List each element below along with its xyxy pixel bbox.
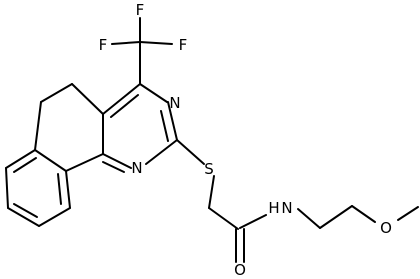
bonds bbox=[5, 17, 419, 263]
bond-ch2-o bbox=[351, 205, 376, 223]
atom-labels: F F F N N S N H O O bbox=[99, 1, 392, 279]
bond-c10b-n-double bbox=[102, 161, 125, 173]
bond-co-nh bbox=[239, 214, 267, 229]
bond-s-ch2 bbox=[208, 175, 215, 209]
bond-cf3-f-right bbox=[139, 41, 173, 45]
bond-c6-c6a bbox=[34, 101, 42, 151]
bond-cf3-f-left bbox=[111, 41, 141, 45]
bond-benz-1 bbox=[34, 149, 67, 172]
atom-nh-h: H bbox=[268, 199, 279, 217]
atom-o-ether: O bbox=[380, 219, 392, 237]
bond-benz-2 bbox=[65, 170, 71, 209]
bond-c10a-c10b bbox=[65, 153, 104, 172]
bond-ch2-ch2 bbox=[319, 205, 353, 229]
bond-benz-3 bbox=[38, 207, 71, 227]
bond-benz-6 bbox=[5, 149, 36, 169]
atom-f-top: F bbox=[136, 1, 145, 19]
bond-n-lower-c10b bbox=[102, 153, 132, 169]
bond-benz-6-double bbox=[13, 157, 37, 173]
bond-ch2-co bbox=[208, 207, 239, 230]
atom-f-left: F bbox=[99, 36, 108, 54]
atom-o-carbonyl: O bbox=[234, 261, 246, 279]
bond-benz-4-double bbox=[13, 203, 38, 218]
bond-c4-n-upper bbox=[139, 83, 168, 103]
atom-n-upper: N bbox=[169, 94, 180, 112]
bond-c5-c6 bbox=[40, 83, 73, 103]
bond-benz-5 bbox=[5, 167, 9, 209]
atom-n-lower: N bbox=[131, 159, 142, 177]
bond-c4a-c4-double bbox=[110, 94, 139, 118]
bond-nh-ch2 bbox=[297, 208, 321, 229]
bond-c4a-c5 bbox=[71, 83, 104, 115]
bond-c2-s bbox=[176, 139, 205, 165]
bond-benz-2-double bbox=[57, 173, 62, 205]
atom-f-right: F bbox=[179, 36, 188, 54]
atom-s: S bbox=[204, 160, 214, 178]
bond-c4a-c4 bbox=[102, 83, 141, 115]
bond-n-upper-c2 bbox=[167, 101, 178, 141]
bond-benz-4 bbox=[7, 207, 40, 227]
bond-o-ch3 bbox=[397, 206, 419, 221]
bond-c2-n-lower bbox=[145, 139, 178, 165]
bond-n-upper-c2-double bbox=[160, 110, 169, 142]
atom-nh-n: N bbox=[281, 199, 292, 217]
